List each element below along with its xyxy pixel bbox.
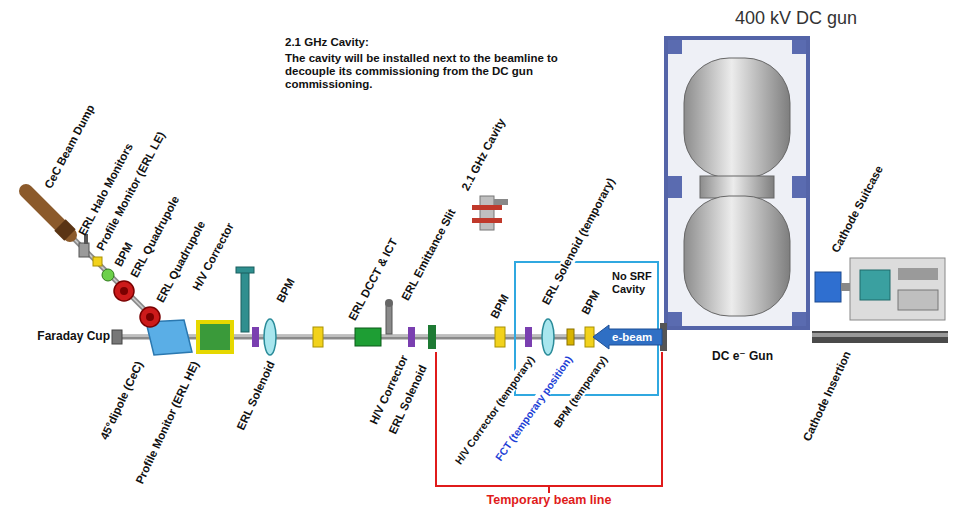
component-label: CeC Beam Dump: [42, 103, 97, 192]
faraday-cup: [112, 330, 122, 344]
component-label: BPM: [488, 292, 512, 321]
cavity-symbol: [480, 196, 494, 230]
corrector-magnet: [252, 327, 259, 347]
bpm-symbol: [495, 327, 505, 347]
bracket-label: Temporary beam line: [487, 493, 612, 507]
cathode-suitcase: [860, 270, 890, 300]
component-label: ERL Emittance Slit: [399, 207, 459, 303]
diagram-title: 400 kV DC gun: [735, 8, 857, 29]
corrector-magnet: [236, 267, 259, 347]
dc-gun: [684, 58, 790, 178]
cavity-symbol: [472, 196, 508, 230]
corrector-magnet: [525, 327, 532, 347]
quadrupole-magnet: [146, 313, 154, 321]
dc-gun: [684, 196, 790, 316]
component-label: Cathode Insertion: [801, 349, 854, 443]
bpm-symbol: [313, 327, 323, 347]
cathode-insertion: [812, 331, 948, 343]
emittance-slit: [386, 304, 392, 334]
emittance-slit: [385, 299, 393, 307]
corrector-magnet: [428, 325, 436, 349]
dc-gun: [668, 176, 682, 198]
solenoid-disc: [542, 319, 554, 355]
fct-symbol: [567, 329, 574, 345]
dc-gun: [792, 40, 806, 54]
cathode-suitcase: [815, 272, 841, 302]
dc-gun: [700, 176, 774, 198]
component-label: BPM: [579, 288, 603, 317]
bpm-symbol: [93, 257, 114, 281]
cavity-symbol: [472, 218, 502, 223]
emittance-slit: [385, 299, 393, 334]
cathode-suitcase: [898, 268, 938, 280]
beam-dump: [26, 191, 70, 235]
bpm-symbol: [495, 327, 505, 347]
beam-arrow: e-beam: [593, 325, 662, 349]
solenoid-magnet: [198, 322, 232, 352]
cathode-suitcase: [815, 258, 945, 320]
note-heading: 2.1 GHz Cavity:: [285, 36, 369, 49]
solenoid-magnet: [198, 322, 232, 352]
arrow-label: e-beam: [612, 331, 652, 343]
dc-gun: [666, 38, 808, 328]
fct-symbol: [567, 329, 574, 345]
solenoid-disc: [264, 319, 276, 355]
component-label: No SRF Cavity: [612, 270, 660, 295]
temporary-bracket: [436, 352, 662, 493]
dc-gun: [660, 38, 808, 351]
component-label: DC e⁻ Gun: [712, 350, 773, 364]
component-label: Faraday Cup: [37, 330, 110, 344]
quadrupole-magnet: [114, 281, 134, 301]
dc-gun: [668, 312, 682, 326]
component-label: ERL Solenoid (temporary): [539, 175, 618, 308]
dcct-ict: [355, 328, 381, 346]
solenoid-disc: [264, 319, 276, 355]
temporary-bracket: [436, 352, 662, 486]
arrow-shape: [593, 325, 662, 349]
bpm-symbol: [313, 327, 323, 347]
cavity-symbol: [494, 199, 508, 205]
bpm-symbol: [102, 269, 114, 281]
beam-dump: [26, 191, 70, 235]
beam-dump: [60, 225, 70, 235]
bpm-symbol: [93, 257, 102, 266]
dc-gun: [792, 176, 806, 198]
component-label: Profile Monitor (ERL HE): [133, 359, 202, 486]
quadrupole-magnet: [120, 287, 128, 295]
temporary-bracket: [548, 486, 550, 493]
quadrupole-magnet: [140, 307, 160, 327]
cathode-insertion: [812, 331, 948, 343]
corrector-magnet: [236, 267, 254, 273]
cathode-suitcase: [898, 290, 938, 310]
component-label: Cathode Suitcase: [829, 164, 886, 255]
note-text: The cavity will be installed next to the…: [285, 52, 585, 92]
cathode-suitcase: [850, 258, 945, 320]
beam-pipe: [70, 235, 171, 336]
corrector-magnet: [525, 327, 532, 347]
dc-gun: [792, 312, 806, 326]
corrector-magnet: [408, 325, 436, 349]
dcct-ict: [355, 328, 381, 346]
halo-monitor: [79, 243, 89, 257]
quadrupole-magnet: [114, 281, 160, 327]
dc-gun: [668, 40, 682, 54]
faraday-cup: [112, 330, 122, 344]
component-label: ERL Solenoid: [235, 359, 278, 432]
corrector-magnet: [408, 327, 415, 347]
beam-pipe: [70, 235, 172, 337]
component-label: 2.1 GHz Cavity: [459, 116, 508, 193]
solenoid-disc: [542, 319, 554, 355]
component-label: 45°dipole (CeC): [98, 359, 146, 442]
cathode-insertion: [812, 333, 948, 337]
cavity-symbol: [472, 205, 502, 210]
component-label: BPM: [274, 276, 298, 305]
corrector-magnet: [241, 272, 249, 332]
